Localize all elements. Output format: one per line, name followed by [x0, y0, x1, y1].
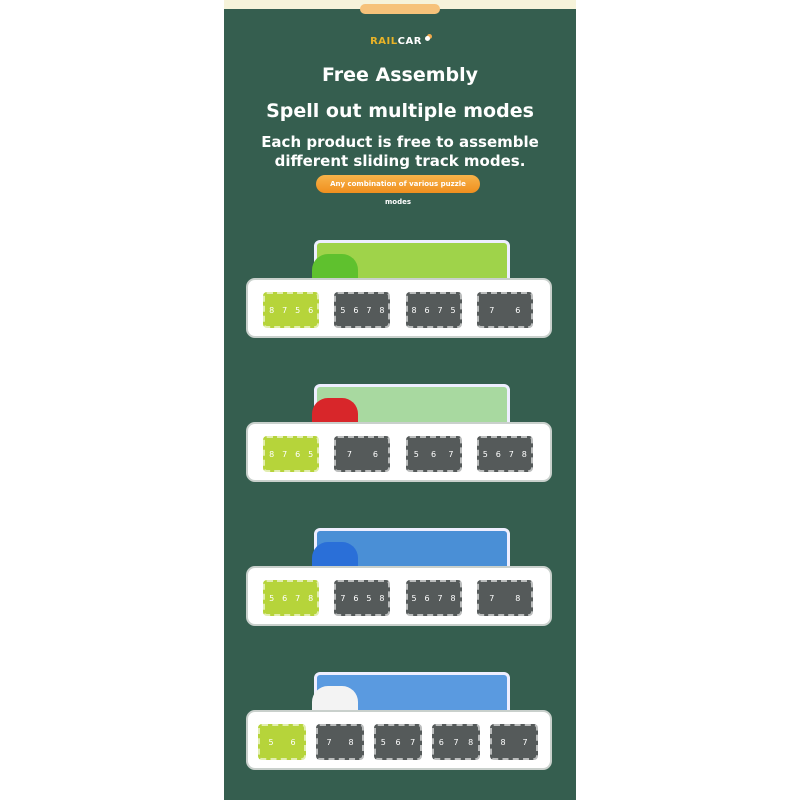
piece-number: 8 — [468, 737, 474, 747]
piece-number: 7 — [448, 449, 454, 459]
subtitle: Spell out multiple modes — [266, 100, 534, 122]
piece-number: 6 — [353, 593, 359, 603]
piece-number: 5 — [340, 305, 346, 315]
piece-number: 7 — [326, 737, 332, 747]
piece-number: 7 — [340, 593, 346, 603]
piece-number: 5 — [308, 449, 314, 459]
piece-number: 6 — [353, 305, 359, 315]
piece-number: 7 — [489, 305, 495, 315]
piece-number: 7 — [295, 593, 301, 603]
piece-number: 5 — [380, 737, 386, 747]
piece-number: 8 — [379, 593, 385, 603]
piece-number: 7 — [282, 305, 288, 315]
piece-number: 8 — [379, 305, 385, 315]
piece-number: 8 — [348, 737, 354, 747]
piece-number: 8 — [411, 305, 417, 315]
piece-number: 8 — [269, 305, 275, 315]
piece-number: 5 — [482, 449, 488, 459]
top-tab — [360, 4, 440, 14]
piece-number: 6 — [372, 449, 378, 459]
piece-number: 6 — [438, 737, 444, 747]
piece-number: 7 — [522, 737, 528, 747]
piece-number: 7 — [437, 305, 443, 315]
piece-number: 5 — [295, 305, 301, 315]
piece-number: 5 — [269, 593, 275, 603]
product-panel: RAILCAR Free Assembly Spell out multiple… — [224, 0, 576, 800]
piece-number: 5 — [411, 593, 417, 603]
title: Free Assembly — [321, 64, 479, 86]
piece-number: 6 — [295, 449, 301, 459]
track-mode-piece: 5 6 7 — [405, 436, 462, 472]
piece-number: 6 — [290, 737, 296, 747]
piece-number: 8 — [515, 593, 521, 603]
piece-number: 7 — [489, 593, 495, 603]
piece-number: 8 — [500, 737, 506, 747]
piece-number: 8 — [450, 593, 456, 603]
piece-number: 6 — [424, 305, 430, 315]
piece-number: 7 — [508, 449, 514, 459]
piece-number: 6 — [431, 449, 437, 459]
piece-number: 6 — [495, 449, 501, 459]
piece-number: 7 — [366, 305, 372, 315]
combination-pill: Any combination of various puzzle modes — [316, 175, 480, 206]
piece-number: 8 — [269, 449, 275, 459]
brand-logo: RAILCAR — [224, 36, 576, 47]
description: Each product is free to assemble differe… — [261, 133, 539, 170]
piece-number: 6 — [515, 305, 521, 315]
piece-number: 6 — [424, 593, 430, 603]
piece-number: 7 — [410, 737, 416, 747]
piece-number: 7 — [453, 737, 459, 747]
piece-number: 8 — [521, 449, 527, 459]
piece-number: 5 — [450, 305, 456, 315]
piece-number: 5 — [366, 593, 372, 603]
piece-number: 7 — [346, 449, 352, 459]
piece-number: 5 — [268, 737, 274, 747]
piece-number: 7 — [437, 593, 443, 603]
piece-number: 8 — [308, 593, 314, 603]
piece-number: 6 — [282, 593, 288, 603]
piece-number: 5 — [413, 449, 419, 459]
piece-number: 7 — [282, 449, 288, 459]
piece-number: 6 — [395, 737, 401, 747]
logo-dot-icon — [424, 36, 430, 41]
piece-number: 6 — [308, 305, 314, 315]
